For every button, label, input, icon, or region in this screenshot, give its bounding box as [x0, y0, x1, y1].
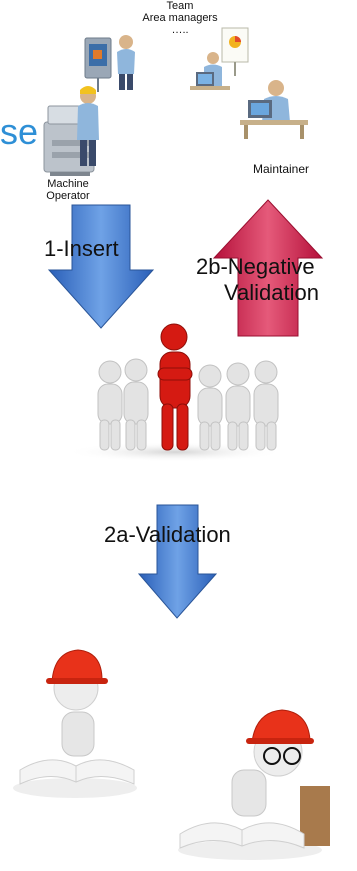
- step-negative-line1: 2b-Negative: [196, 254, 315, 279]
- group-ground-shadow: [65, 442, 285, 462]
- team-label-line3: …..: [171, 24, 189, 36]
- machine-operator-label-line2: Operator: [46, 190, 90, 202]
- team-group-figures: [97, 323, 279, 451]
- negative-validation-up-arrow: [212, 199, 324, 337]
- team-label-line1: Team: [166, 0, 194, 12]
- maintainer-reading-figure-left: [13, 649, 137, 798]
- insert-down-arrow: [47, 204, 155, 329]
- step-insert-label: 1-Insert: [44, 236, 119, 261]
- whiteboard-figure: [190, 27, 249, 90]
- team-label: Team Area managers …..: [140, 0, 220, 36]
- team-label-line2: Area managers: [142, 12, 218, 24]
- step-negative-line2: Validation: [224, 280, 319, 305]
- step-negative-validation-label: 2b-Negative Validation: [196, 254, 319, 306]
- maintainer-label: Maintainer: [253, 162, 310, 176]
- maintainer-reading-figure-right: [178, 709, 330, 860]
- step-validation-label: 2a-Validation: [104, 522, 231, 547]
- machine-operator-label-line1: Machine: [47, 178, 89, 190]
- partial-word-se: se: [0, 111, 39, 152]
- validation-down-arrow: [137, 504, 218, 619]
- presenter-figure: [84, 35, 135, 92]
- desk-worker-figure: [240, 80, 308, 139]
- machine-operator-figure: [43, 86, 99, 176]
- machine-operator-label: Machine Operator: [36, 178, 100, 202]
